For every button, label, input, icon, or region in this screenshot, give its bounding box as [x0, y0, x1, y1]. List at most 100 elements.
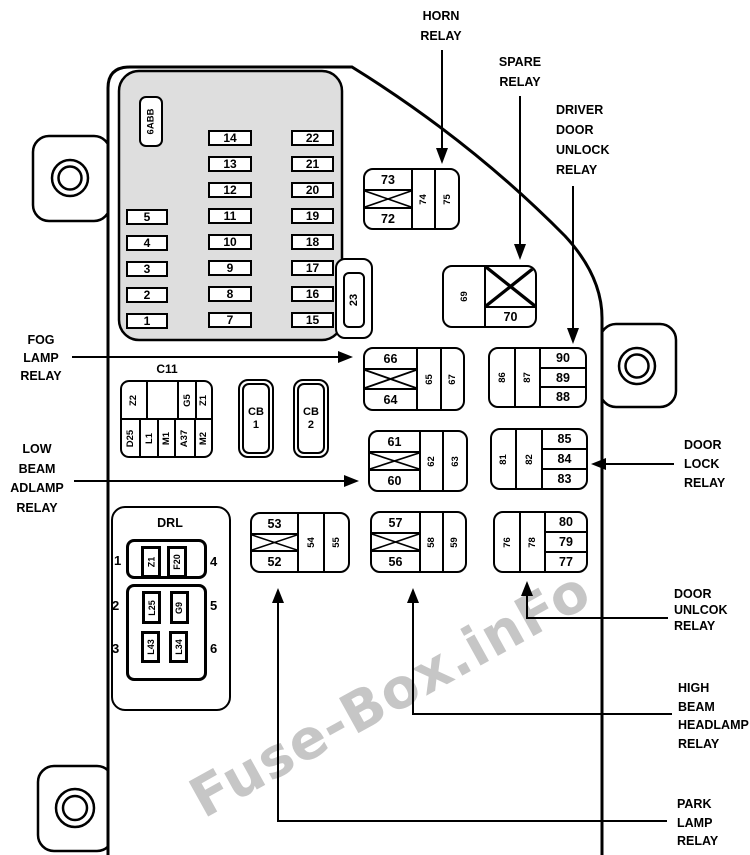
relay-x-cell — [252, 533, 297, 552]
spare-relay-label: SPARE RELAY — [498, 55, 542, 89]
relay-pin: 52 — [267, 554, 282, 569]
relay-pin: 69 — [458, 291, 470, 302]
relay-pin: 70 — [503, 310, 518, 324]
fuse-16: 16 — [291, 286, 334, 302]
spare-relay-block: 69 70 — [442, 265, 537, 328]
fuse-1: 1 — [126, 313, 168, 329]
arrow-down-icon — [514, 244, 526, 260]
door-unlock-relay-label: DOOR UNLCOK RELAY — [674, 587, 728, 633]
relay-x-cell — [365, 189, 411, 209]
drl-bottom-compartment — [126, 584, 207, 681]
door-unlock-leader — [526, 594, 668, 619]
fuse-23: 23 — [343, 272, 365, 328]
door-lock-relay-block: 81 82 85 84 83 — [490, 428, 588, 490]
fuse-18: 18 — [291, 234, 334, 250]
relay-pin: 86 — [496, 372, 508, 383]
drl-fuse-l34: L34 — [169, 631, 188, 663]
relay-pin: 62 — [425, 455, 437, 467]
relay-pin: 73 — [381, 172, 395, 187]
fuse-column-left: 5 4 3 2 1 — [126, 209, 168, 329]
fuse-column-middle: 14 13 12 11 10 9 8 7 — [208, 130, 252, 328]
fuse-17: 17 — [291, 260, 334, 276]
relay-pin: 65 — [423, 373, 435, 385]
relay-pin: 76 — [501, 536, 513, 548]
c11-cavity: M2 — [197, 431, 209, 445]
relay-pin: 63 — [449, 455, 461, 467]
fuse-11: 11 — [208, 208, 252, 224]
fuse-2: 2 — [126, 287, 168, 303]
driver-door-unlock-relay-label: DRIVER DOOR UNLOCK RELAY — [556, 103, 610, 177]
drl-fuse-g9: G9 — [170, 591, 189, 624]
fuse-3: 3 — [126, 261, 168, 277]
door-lock-relay-label: DOOR LOCK RELAY — [684, 438, 726, 490]
drl-fuse-l25: L25 — [142, 591, 161, 624]
relay-pin: 83 — [557, 472, 572, 486]
c11-cavity: G5 — [179, 382, 197, 418]
relay-pin: 55 — [330, 537, 342, 548]
relay-x-cell — [370, 451, 419, 471]
drl-pin-2: 2 — [112, 598, 120, 613]
door-unlock-relay-block: 76 78 80 79 77 — [493, 511, 588, 573]
relay-pin: 64 — [383, 392, 398, 407]
relay-x-cell — [486, 267, 535, 308]
relay-pin: 78 — [526, 536, 538, 548]
high-beam-headlamp-relay-label: HIGH BEAM HEADLAMP RELAY — [678, 681, 749, 751]
drl-label: DRL — [157, 516, 183, 530]
park-lamp-relay-block: 53 52 54 55 — [250, 512, 350, 573]
fog-lamp-relay-block: 66 64 65 67 — [363, 347, 465, 411]
relay-pin: 84 — [543, 448, 586, 470]
drl-pin-4: 4 — [210, 554, 218, 569]
circuit-breaker-2: CB 2 — [293, 379, 329, 458]
fog-lamp-relay-label: FOG LAMP RELAY — [20, 333, 62, 383]
fuse-10: 10 — [208, 234, 252, 250]
fuse-12: 12 — [208, 182, 252, 198]
c11-cavity: A37 — [176, 420, 196, 456]
c11-connector-block: Z2 G5 Z1 D25 L1 M1 A37 M2 — [120, 380, 213, 458]
fuse-19: 19 — [291, 208, 334, 224]
relay-pin: 90 — [556, 350, 570, 365]
arrow-left-icon — [591, 458, 606, 470]
arrow-right-icon — [338, 351, 353, 363]
relay-pin: 58 — [425, 536, 437, 548]
relay-pin: 66 — [383, 351, 398, 366]
drl-pin-3: 3 — [112, 641, 120, 656]
c11-cavity: L1 — [141, 420, 159, 456]
fuse-9: 9 — [208, 260, 252, 276]
relay-pin: 87 — [521, 372, 533, 383]
fuse-20: 20 — [291, 182, 334, 198]
c11-cavity-empty — [148, 382, 179, 418]
bolt-hole-icon — [57, 165, 83, 191]
high-beam-relay-block: 57 56 58 59 — [370, 511, 467, 573]
fuse-13: 13 — [208, 156, 252, 172]
circuit-breaker-1: CB 1 — [238, 379, 274, 458]
fuse-6abb: 6ABB — [139, 96, 163, 147]
fuse-15: 15 — [291, 312, 334, 328]
driver-door-unlock-relay-block: 86 87 90 89 88 — [488, 347, 587, 408]
drl-fuse-l43: L43 — [141, 631, 160, 663]
relay-pin: 56 — [388, 554, 403, 569]
relay-x-cell — [372, 532, 419, 552]
c11-cavity: D25 — [122, 420, 142, 456]
c11-connector-label: C11 — [156, 362, 178, 376]
fuse-4: 4 — [126, 235, 168, 251]
relay-pin: 72 — [381, 211, 395, 226]
arrow-right-icon — [344, 475, 359, 487]
fuse-14: 14 — [208, 130, 252, 146]
drl-top-compartment — [126, 539, 207, 579]
arrow-up-icon — [272, 588, 284, 603]
relay-pin: 57 — [388, 515, 403, 530]
arrow-up-icon — [521, 581, 533, 596]
fuse-7: 7 — [208, 312, 252, 328]
fuse-21: 21 — [291, 156, 334, 172]
horn-relay-label: HORN RELAY — [420, 9, 462, 43]
drl-pin-5: 5 — [210, 598, 218, 613]
arrow-down-icon — [436, 148, 448, 164]
arrow-up-icon — [407, 588, 419, 603]
relay-x-cell — [365, 368, 416, 390]
relay-pin: 75 — [441, 193, 453, 205]
arrowheads — [272, 148, 606, 603]
low-beam-relay-block: 61 60 62 63 — [368, 430, 468, 492]
fuse-column-right: 22 21 20 19 18 17 16 15 — [291, 130, 334, 328]
relay-pin: 89 — [541, 366, 585, 389]
